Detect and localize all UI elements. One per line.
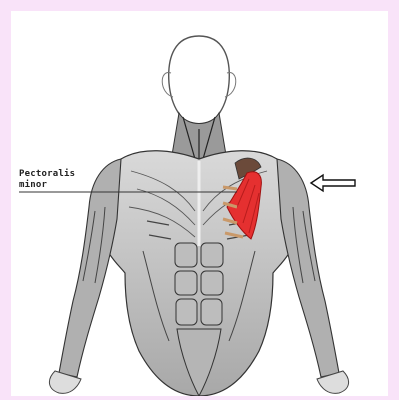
torso (99, 151, 300, 396)
anatomy-figure (11, 11, 388, 396)
left-arm (49, 159, 121, 393)
diagram-panel: Pectoralis minor (11, 11, 388, 396)
muscle-label-line1: Pectoralis (19, 169, 75, 180)
head (162, 36, 236, 128)
muscle-label-line2: minor (19, 180, 75, 191)
muscle-label: Pectoralis minor (19, 169, 75, 191)
left-arrow-icon (311, 175, 355, 191)
right-arm (277, 159, 349, 393)
